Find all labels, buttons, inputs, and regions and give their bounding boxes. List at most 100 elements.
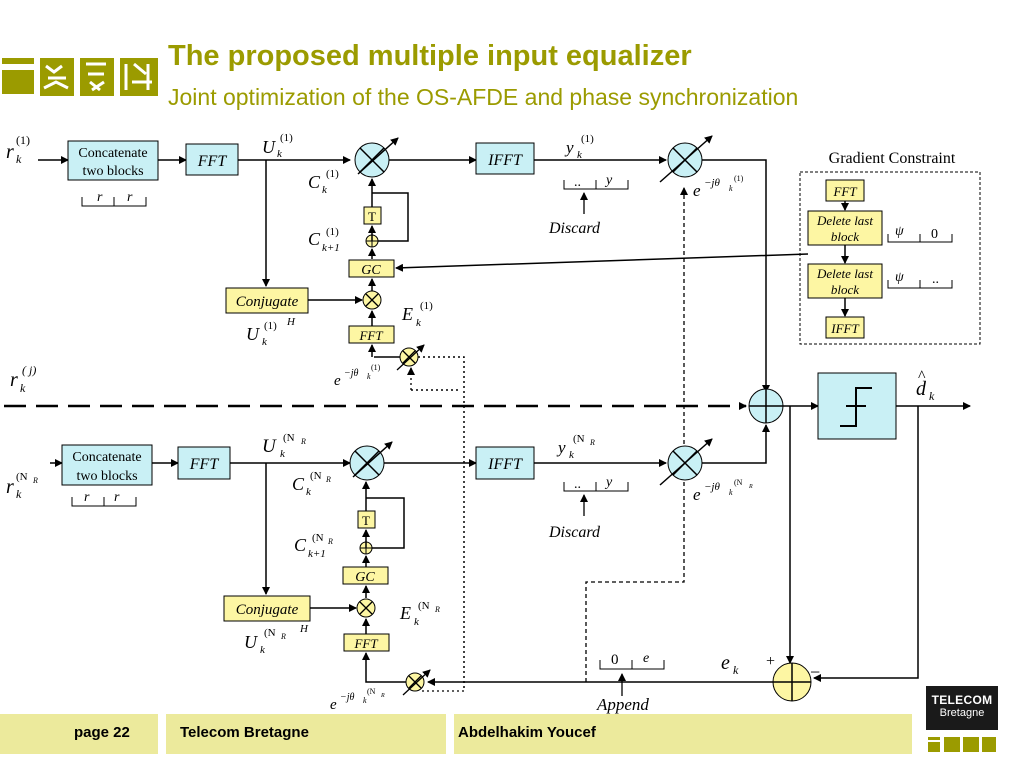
- svg-text:R: R: [748, 484, 753, 490]
- svg-text:R: R: [380, 693, 385, 699]
- b1-gc-box: [348, 259, 395, 278]
- svg-text:^: ^: [918, 368, 926, 385]
- svg-text:Discard: Discard: [548, 220, 601, 237]
- b1-u-label: U: [262, 137, 276, 157]
- svg-text:GC: GC: [361, 263, 381, 278]
- svg-text:k: k: [16, 152, 22, 166]
- decision-device: [817, 372, 897, 440]
- svg-text:e: e: [693, 485, 701, 504]
- svg-text:Concatenate: Concatenate: [78, 146, 147, 161]
- svg-text:..: ..: [574, 175, 581, 190]
- svg-text:E: E: [399, 603, 411, 623]
- svg-text:FFT: FFT: [358, 328, 383, 343]
- svg-text:(1): (1): [326, 226, 339, 238]
- svg-text:k: k: [363, 696, 367, 705]
- svg-text:k: k: [414, 616, 420, 628]
- telecom-logo-icon: [2, 58, 158, 96]
- svg-text:k: k: [729, 184, 733, 193]
- svg-text:k+1: k+1: [322, 242, 340, 254]
- svg-text:ψ: ψ: [895, 224, 904, 239]
- svg-text:(N: (N: [734, 478, 743, 487]
- svg-text:k: k: [569, 449, 575, 461]
- footer-author: Abdelhakim Youcef: [458, 724, 596, 741]
- svg-text:0: 0: [931, 227, 938, 242]
- svg-text:−jθ: −jθ: [340, 692, 355, 703]
- svg-text:R: R: [325, 475, 331, 484]
- middle-branch: r k ( j): [4, 363, 747, 410]
- svg-text:Conjugate: Conjugate: [236, 294, 299, 310]
- svg-text:..: ..: [574, 477, 581, 492]
- svg-text:GC: GC: [355, 570, 375, 585]
- bn-gc-box: [342, 566, 389, 585]
- svg-text:(N: (N: [264, 627, 276, 639]
- svg-text:0: 0: [611, 652, 619, 668]
- svg-text:IFFT: IFFT: [830, 321, 859, 336]
- svg-text:e: e: [693, 181, 701, 200]
- equalizer-diagram: r k (1) Concatenate two blocks r r FFT U…: [4, 132, 981, 714]
- page-subtitle: Joint optimization of the OS-AFDE and ph…: [168, 84, 799, 110]
- svg-text:e: e: [330, 697, 337, 713]
- svg-text:block: block: [831, 229, 859, 244]
- svg-text:Concatenate: Concatenate: [72, 450, 141, 465]
- svg-text:y: y: [604, 475, 613, 490]
- svg-text:k: k: [729, 488, 733, 497]
- svg-text:k: k: [367, 372, 371, 381]
- svg-text:..: ..: [932, 272, 939, 287]
- svg-text:k: k: [280, 448, 286, 460]
- svg-text:C: C: [308, 172, 321, 192]
- footer-page-number: page 22: [74, 724, 130, 741]
- svg-text:k: k: [322, 184, 328, 196]
- output-d-label: d: [916, 378, 927, 400]
- svg-text:y: y: [604, 173, 613, 188]
- svg-text:FFT: FFT: [197, 153, 228, 170]
- svg-text:k: k: [306, 486, 312, 498]
- svg-text:R: R: [32, 476, 38, 485]
- svg-text:FFT: FFT: [832, 184, 857, 199]
- svg-text:e: e: [334, 373, 341, 389]
- svg-text:(N: (N: [283, 432, 295, 444]
- svg-text:y: y: [556, 438, 566, 457]
- svg-text:(N: (N: [310, 470, 322, 482]
- svg-text:R: R: [327, 537, 333, 546]
- svg-text:(1): (1): [326, 168, 339, 180]
- svg-text:−: −: [810, 662, 820, 682]
- svg-text:(1): (1): [280, 132, 293, 144]
- bn-delay-box: [357, 510, 376, 529]
- svg-text:U: U: [262, 436, 277, 457]
- svg-text:e: e: [643, 651, 649, 666]
- footer: page 22 Telecom Bretagne Abdelhakim Youc…: [0, 714, 1024, 768]
- svg-text:R: R: [589, 438, 595, 447]
- svg-text:Delete last: Delete last: [816, 266, 873, 281]
- svg-text:+: +: [766, 653, 775, 670]
- branch-1: r k (1) Concatenate two blocks r r FFT U…: [6, 132, 770, 691]
- small-logo-icon: [928, 737, 996, 752]
- branch-nr: r k (N R Concatenate two blocks r r FFT …: [6, 424, 770, 713]
- svg-text:r: r: [97, 190, 103, 205]
- svg-text:(1): (1): [16, 133, 30, 147]
- svg-text:k: k: [416, 317, 422, 329]
- b1-concatenate-box: [67, 140, 159, 181]
- svg-text:r: r: [10, 369, 18, 391]
- svg-text:T: T: [368, 209, 376, 224]
- svg-text:k: k: [262, 336, 268, 348]
- svg-text:r: r: [84, 490, 90, 505]
- svg-text:k: k: [260, 644, 266, 656]
- svg-text:IFFT: IFFT: [487, 152, 523, 169]
- svg-text:H: H: [299, 623, 309, 635]
- svg-text:E: E: [401, 304, 413, 324]
- bn-concatenate-box: [61, 444, 153, 486]
- svg-text:two blocks: two blocks: [82, 164, 143, 179]
- b1-delay-box: [363, 206, 382, 225]
- svg-text:C: C: [294, 535, 307, 555]
- svg-text:k: k: [16, 487, 22, 501]
- telecom-bretagne-badge: TELECOM Bretagne: [926, 686, 998, 730]
- svg-text:(1): (1): [264, 320, 277, 332]
- b1-conjugate-box: [225, 287, 309, 314]
- svg-text:−jθ: −jθ: [704, 481, 720, 493]
- svg-text:k: k: [577, 149, 583, 161]
- svg-text:(N: (N: [16, 471, 28, 483]
- svg-text:C: C: [308, 229, 321, 249]
- svg-text:block: block: [831, 282, 859, 297]
- svg-text:Gradient Constraint: Gradient Constraint: [829, 150, 956, 167]
- svg-text:IFFT: IFFT: [487, 456, 523, 473]
